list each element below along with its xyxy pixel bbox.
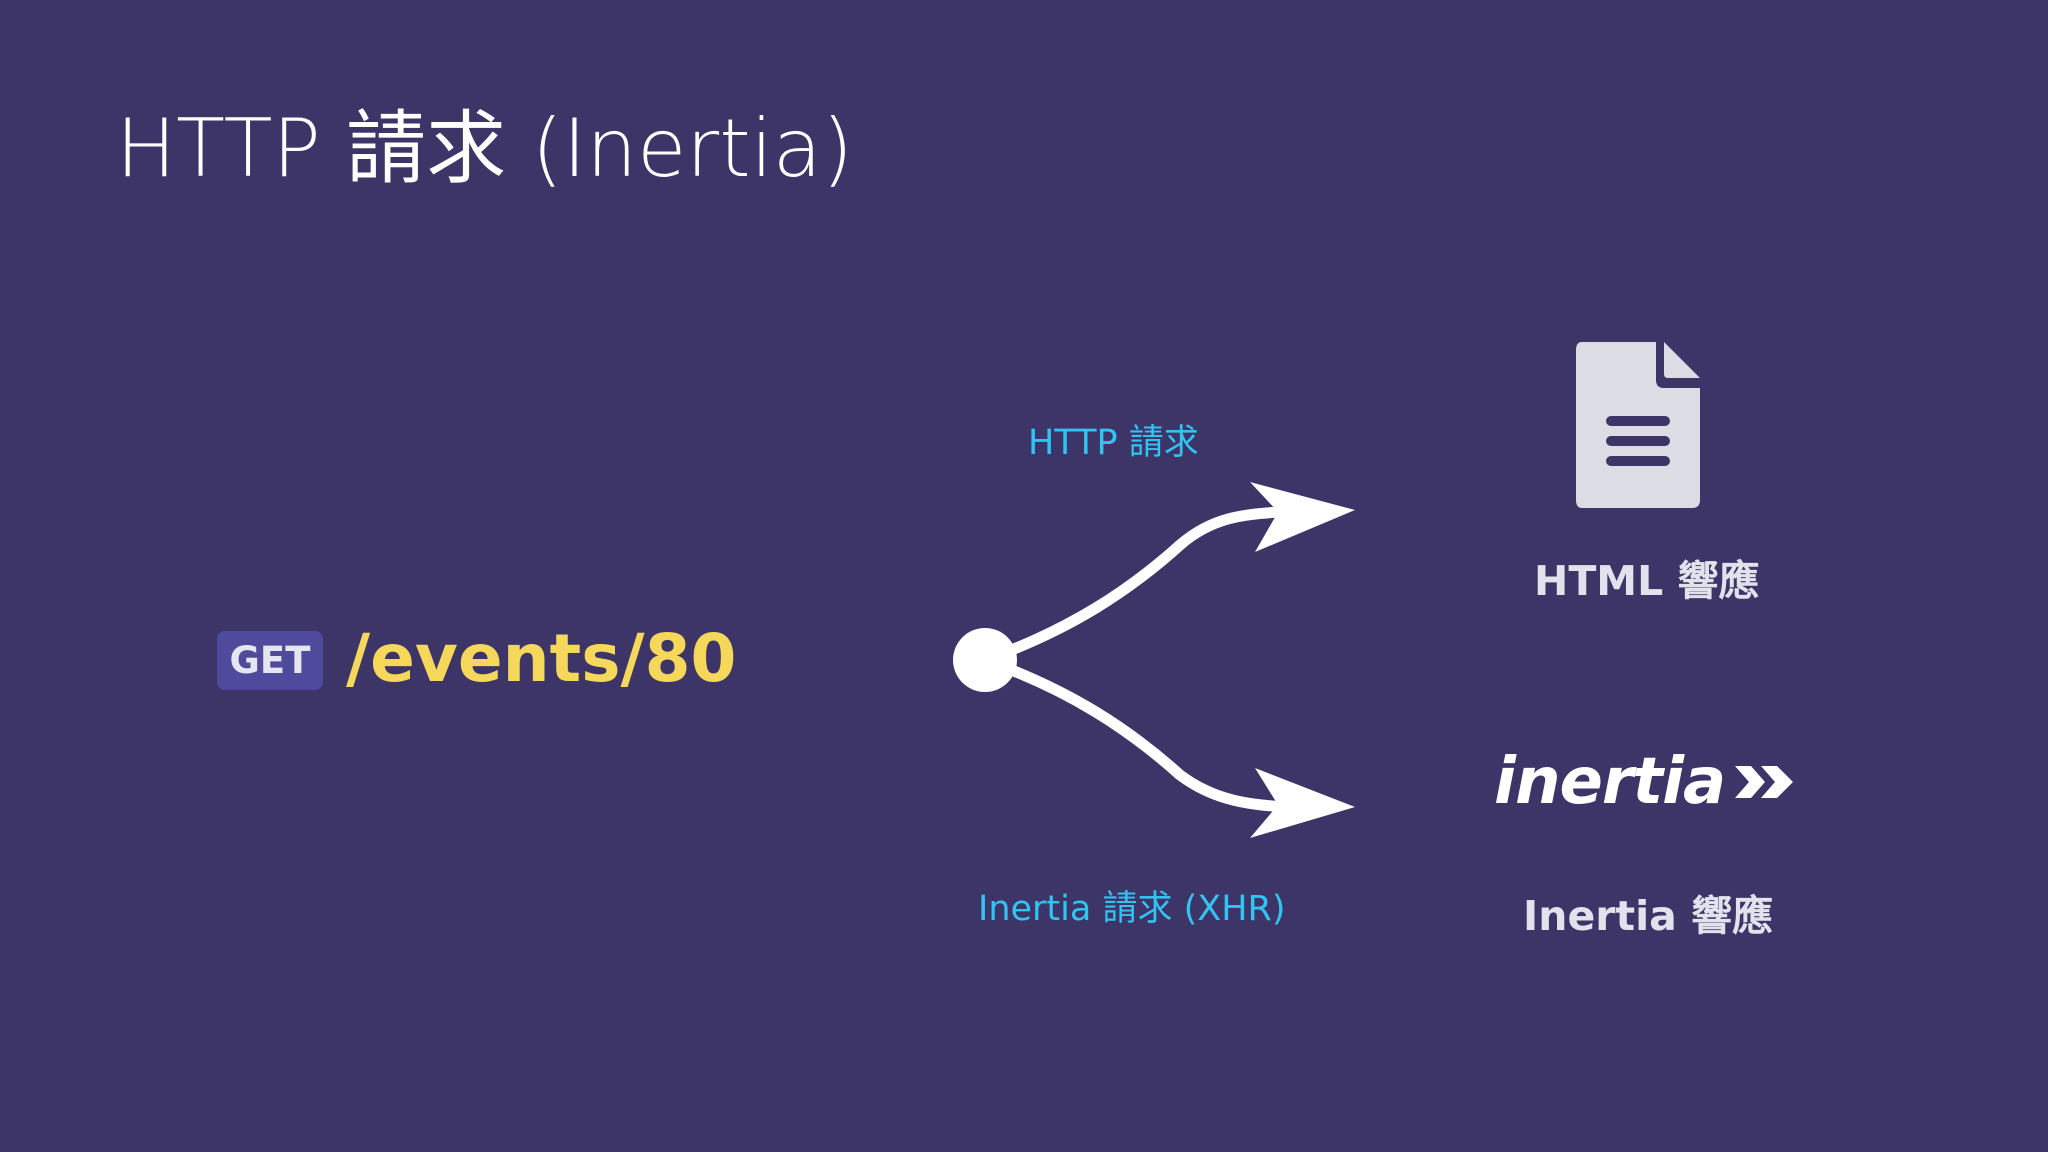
http-method-badge: GET: [217, 631, 323, 690]
inertia-response-label: Inertia 響應: [1523, 892, 1774, 940]
document-icon: [1576, 342, 1700, 508]
inertia-request-label: Inertia 請求 (XHR): [978, 889, 1286, 929]
http-request-label: HTTP 請求: [1028, 423, 1199, 463]
inertia-logo: inertia: [1494, 745, 1799, 819]
inertia-logo-text: inertia: [1494, 745, 1726, 819]
slide-title: HTTP 請求 (Inertia): [116, 102, 854, 195]
http-request-arrow: [979, 504, 1306, 666]
inertia-arrowhead-icon: [1250, 768, 1355, 838]
html-response-label: HTML 響應: [1534, 557, 1760, 605]
http-arrowhead-icon: [1250, 482, 1355, 552]
inertia-request-arrow: [979, 654, 1306, 814]
origin-node: [953, 628, 1017, 692]
request-path: /events/80: [346, 620, 737, 697]
double-chevron-icon: [1735, 766, 1794, 798]
